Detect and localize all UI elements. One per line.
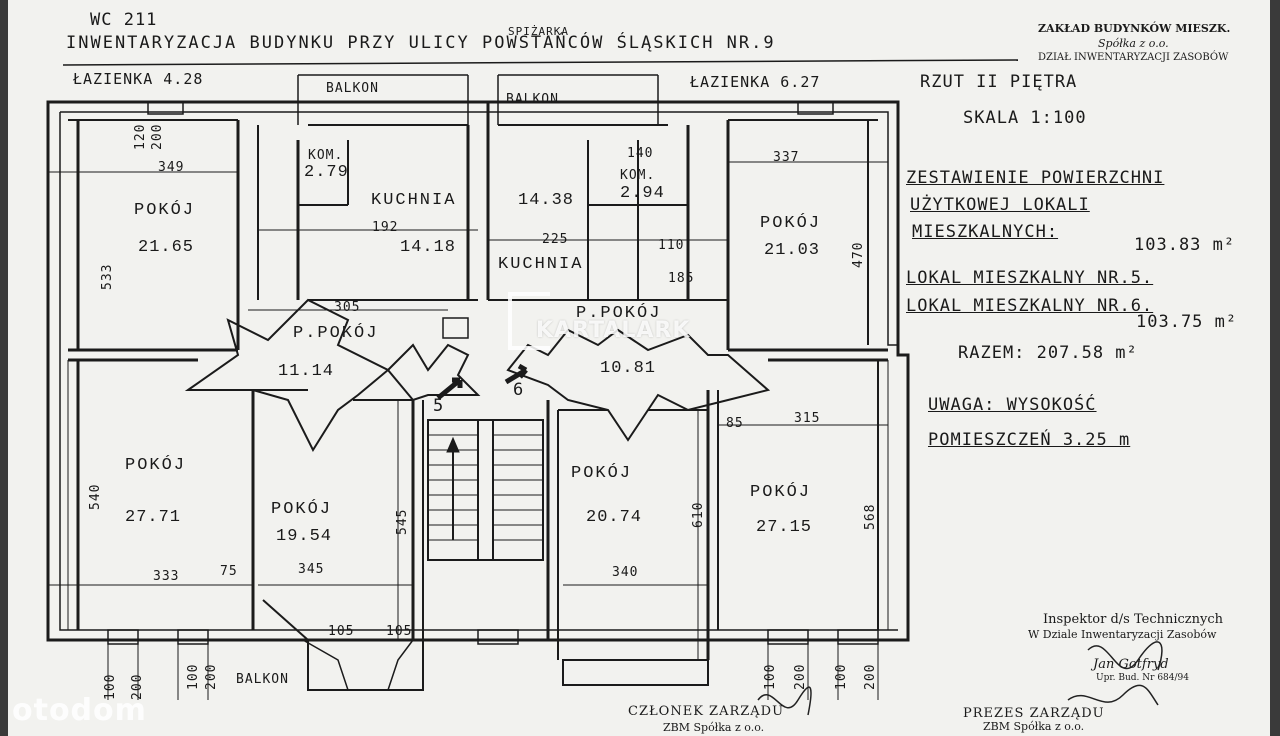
scale-label: SKALA 1:100 [963,108,1087,128]
ppokoj-right-label: P.POKÓJ [576,304,662,323]
dim-340: 340 [612,565,639,580]
lokal5-label: LOKAL MIESZKALNY NR.5. [906,268,1154,288]
razem-total: RAZEM: 207.58 m² [958,343,1138,363]
stamp-company: ZAKŁAD BUDYNKÓW MIESZK. [1038,22,1231,35]
balkon-right-label: BALKON [506,92,559,107]
lokal6-area: 103.75 m² [1136,312,1238,332]
dim-192: 192 [372,220,399,235]
pokoj-bottom-right-area: 27.15 [756,518,813,537]
kuchnia-right-area: 14.38 [518,191,575,210]
inspektor-title: Inspektor d/s Technicznych [1043,612,1224,627]
pokoj-bottom-center-area: 20.74 [586,508,643,527]
balkon-left-label: BALKON [326,81,379,96]
otodom-logo: otodom [12,693,147,728]
stamp-department: DZIAŁ INWENTARYZACJI ZASOBÓW [1038,52,1229,63]
dim-533: 533 [100,263,115,290]
dim-100-b: 100 [186,663,201,690]
dim-85: 85 [726,416,744,431]
watermark-text: KARTALARK [536,318,691,343]
watermark-mark [508,292,550,350]
dim-100-d: 100 [834,663,849,690]
dim-568: 568 [863,503,878,530]
dim-105b: 105 [386,624,413,639]
dim-610: 610 [691,501,706,528]
pokoj-bottom-left-label: POKÓJ [125,456,187,475]
kuchnia-right-label: KUCHNIA [498,255,584,274]
dim-470: 470 [851,241,866,268]
document-title: INWENTARYZACJA BUDYNKU PRZY ULICY POWSTA… [66,33,776,53]
wc-label: WC 211 [90,10,158,30]
dim-540: 540 [88,483,103,510]
pokoj-bottom-mid-label: POKÓJ [271,500,333,519]
pokoj-bottom-left-area: 27.71 [125,508,182,527]
ppokoj-right-area: 10.81 [600,359,657,378]
inspektor-name: Jan Gotfryd [1093,657,1169,672]
czlonek-zarzadu: CZŁONEK ZARZĄDU [628,704,785,719]
dim-200-c: 200 [793,663,808,690]
pokoj-top-right-label: POKÓJ [760,214,822,233]
lokal6-label: LOKAL MIESZKALNY NR.6. [906,296,1154,316]
pokoj-bottom-right-label: POKÓJ [750,483,812,502]
stamp-spolka: Spółka z o.o. [1098,37,1169,50]
prezes-zarzadu: PREZES ZARZĄDU [963,706,1105,721]
floor-plan-document: WC 211 INWENTARYZACJA BUDYNKU PRZY ULICY… [8,0,1270,736]
dim-110: 110 [658,238,685,253]
ppokoj-left-area: 11.14 [278,362,335,381]
spizarka-label: SPIŻARKA [508,25,569,38]
dim-345: 345 [298,562,325,577]
inspektor-license: Upr. Bud. Nr 684/94 [1096,673,1189,683]
summary-heading-1: ZESTAWIENIE POWIERZCHNI [906,168,1165,188]
dim-337: 337 [773,150,800,165]
floor-level-label: RZUT II PIĘTRA [920,72,1078,92]
dim-200: 200 [150,123,165,150]
ppokoj-left-label: P.POKÓJ [293,324,379,343]
dim-75: 75 [220,564,238,579]
pokoj-top-left-area: 21.65 [138,238,195,257]
pokoj-top-right-area: 21.03 [764,241,821,260]
kuchnia-left-area: 14.18 [400,238,457,257]
balkon-bottom-label: BALKON [236,672,289,687]
dim-105: 105 [328,624,355,639]
dim-333: 333 [153,569,180,584]
kom-left-area: 2.79 [304,163,349,182]
kuchnia-left-label: KUCHNIA [371,191,457,210]
uwaga-label: UWAGA: WYSOKOŚĆ [928,395,1097,415]
pokoj-top-left-label: POKÓJ [134,201,196,220]
lazienka-right-label: ŁAZIENKA 6.27 [690,73,821,91]
summary-heading-3: MIESZKALNYCH: [912,222,1059,242]
summary-heading-2: UŻYTKOWEJ LOKALI [910,195,1090,215]
entrance-5-label: 5 [433,396,445,416]
kom-right-label: KOM. [620,168,656,183]
kom-left-label: KOM. [308,148,344,163]
dim-100-c: 100 [763,663,778,690]
prezes-firm: ZBM Spółka z o.o. [983,720,1085,733]
dim-140: 140 [627,146,654,161]
dim-305: 305 [334,300,361,315]
dim-200-b: 200 [204,663,219,690]
dim-225: 225 [542,232,569,247]
pokoj-bottom-center-label: POKÓJ [571,464,633,483]
floor-plan-drawing [46,59,1019,700]
dim-185: 185 [668,271,695,286]
dim-200-d: 200 [863,663,878,690]
dim-349: 349 [158,160,185,175]
pokoj-bottom-mid-area: 19.54 [276,527,333,546]
lazienka-left-label: ŁAZIENKA 4.28 [73,70,204,88]
czlonek-firm: ZBM Spółka z o.o. [663,721,765,734]
entrance-6-label: 6 [513,380,525,400]
dim-315: 315 [794,411,821,426]
dim-120: 120 [133,123,148,150]
pomieszczen-height: POMIESZCZEŃ 3.25 m [928,430,1131,450]
inspektor-department: W Dziale Inwentaryzacji Zasobów [1028,628,1217,641]
dim-545: 545 [395,508,410,535]
kom-right-area: 2.94 [620,184,665,203]
lokal5-area: 103.83 m² [1134,235,1236,255]
